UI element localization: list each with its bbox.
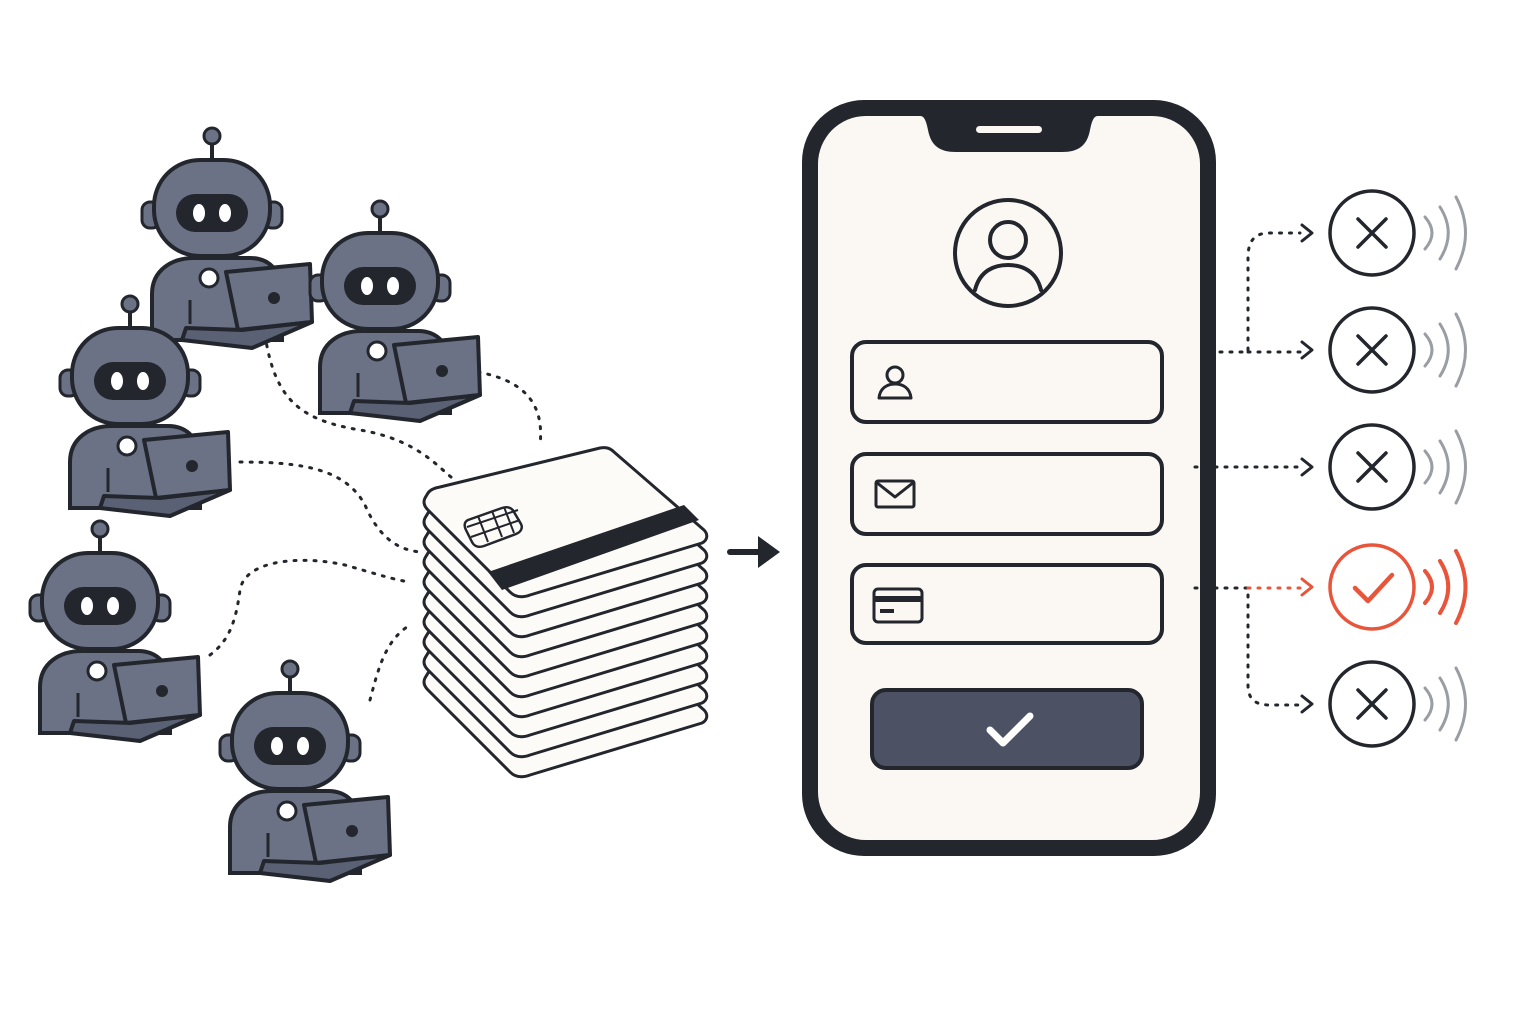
signal-waves-icon — [1423, 666, 1467, 742]
arrow-right-icon — [727, 536, 780, 568]
signal-waves-icon — [1423, 429, 1467, 505]
robot-5-icon — [218, 659, 392, 883]
user-icon — [877, 365, 913, 400]
result-rejected — [1300, 423, 1467, 511]
submit-button[interactable] — [870, 688, 1144, 770]
x-icon — [1356, 217, 1388, 249]
email-field[interactable] — [850, 452, 1164, 536]
robot-2-icon — [308, 199, 482, 423]
check-icon — [1352, 572, 1395, 604]
signal-waves-icon — [1423, 195, 1467, 271]
checkmark-icon — [986, 712, 1034, 747]
connector-robot-4 — [208, 558, 412, 657]
bot-group — [28, 126, 482, 883]
result-rejected — [1300, 306, 1467, 394]
arrowhead-icon — [1300, 223, 1314, 243]
result-column — [1300, 189, 1468, 748]
card-chip-icon — [463, 505, 524, 549]
signal-waves-icon — [1423, 312, 1467, 388]
arrowhead-icon — [1300, 340, 1314, 360]
connector-robot-3 — [238, 460, 422, 554]
connector-trunk-upper — [1208, 231, 1302, 354]
card-stack — [422, 446, 709, 779]
phone — [802, 100, 1216, 856]
credit-card-icon — [872, 587, 924, 624]
result-rejected — [1300, 660, 1467, 748]
magnetic-stripe — [488, 505, 699, 590]
avatar-icon — [953, 198, 1063, 308]
status-circle — [1328, 543, 1416, 631]
signal-waves-icon — [1423, 549, 1468, 625]
name-field[interactable] — [850, 340, 1164, 424]
connector-robot-2 — [476, 370, 543, 447]
robot-1-icon — [140, 126, 314, 350]
x-icon — [1356, 688, 1388, 720]
arrowhead-icon — [1300, 577, 1314, 597]
robot-4-icon — [28, 519, 202, 743]
x-icon — [1356, 451, 1388, 483]
result-rejected — [1300, 189, 1467, 277]
result-connectors — [1193, 231, 1302, 707]
card-number-field[interactable] — [850, 563, 1164, 645]
robot-connectors — [208, 333, 543, 702]
arrowhead-icon — [1300, 694, 1314, 714]
connector-trunk-lower — [1193, 586, 1302, 707]
arrowhead-icon — [1300, 457, 1314, 477]
envelope-icon — [874, 479, 916, 509]
connector-robot-5 — [368, 623, 412, 702]
top-card — [422, 446, 709, 599]
x-icon — [1356, 334, 1388, 366]
connector-robot-1 — [263, 333, 457, 482]
phone-speaker — [976, 126, 1042, 133]
result-accepted — [1300, 543, 1468, 631]
